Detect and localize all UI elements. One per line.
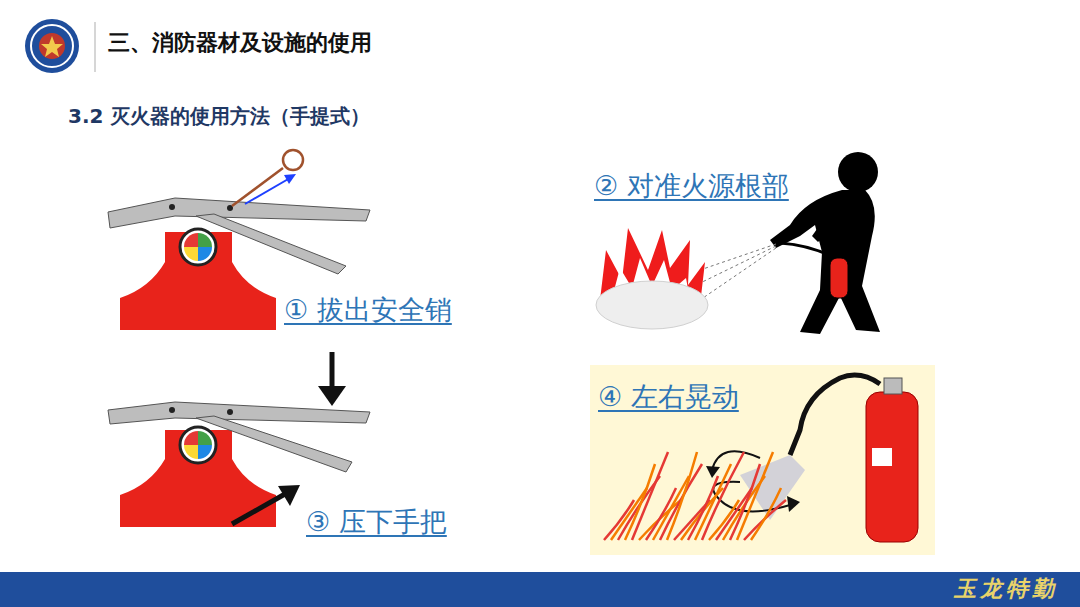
slide-title: 三、消防器材及设施的使用 bbox=[108, 30, 372, 56]
fire bbox=[604, 452, 786, 540]
step-label: ③ 压下手把 bbox=[306, 506, 447, 538]
step-label: ② 对准火源根部 bbox=[594, 170, 789, 202]
flame-stroke bbox=[688, 476, 718, 540]
step-label: ① 拔出安全销 bbox=[284, 294, 452, 326]
divider bbox=[94, 22, 96, 72]
fire bbox=[596, 228, 708, 329]
flame-stroke bbox=[702, 452, 744, 540]
footer-band: 玉龙特勤 bbox=[0, 572, 1080, 607]
step-label: ④ 左右晃动 bbox=[598, 381, 935, 413]
flame-stroke bbox=[646, 488, 676, 540]
flame-stroke bbox=[695, 464, 731, 540]
footer-text: 玉龙特勤 bbox=[0, 575, 1058, 601]
panel-ground bbox=[590, 365, 935, 555]
section-heading: 3.2 灭火器的使用方法（手提式） bbox=[68, 104, 370, 128]
step-panel: ④ 左右晃动 bbox=[590, 365, 935, 555]
logo bbox=[25, 19, 79, 73]
down-arrow bbox=[318, 352, 346, 406]
flame-stroke bbox=[667, 452, 697, 540]
flame-stroke bbox=[751, 488, 781, 540]
